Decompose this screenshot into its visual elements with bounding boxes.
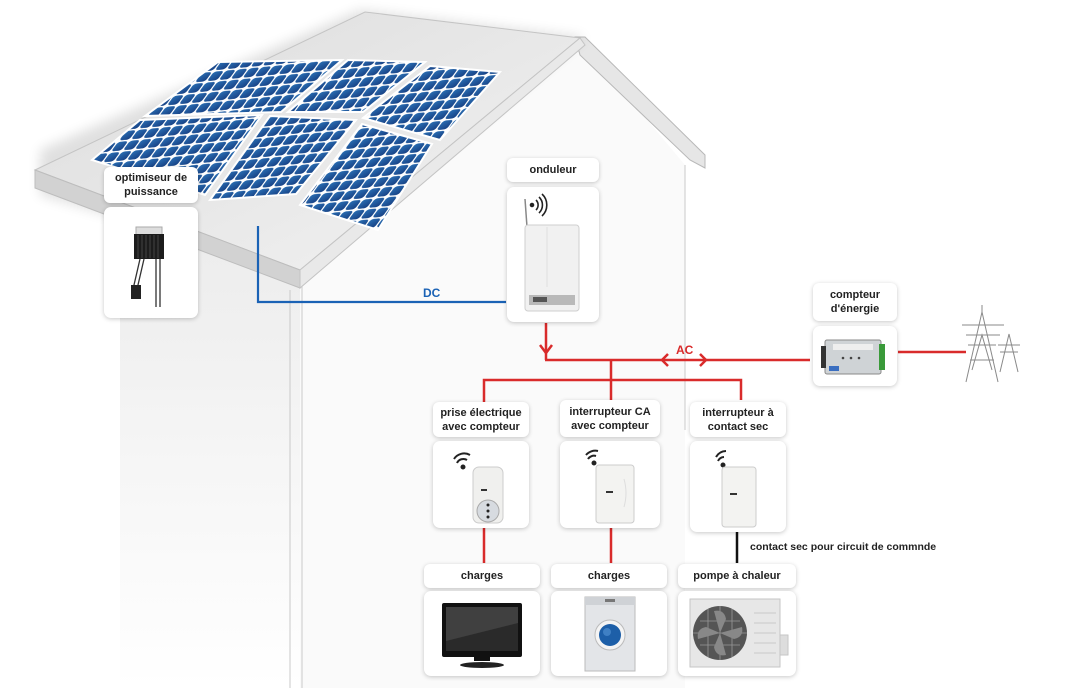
smart-plug-card[interactable] bbox=[433, 441, 529, 528]
energy-meter-icon bbox=[821, 339, 885, 375]
smart-plug-icon bbox=[453, 452, 504, 524]
ac-switch-icon bbox=[585, 449, 635, 524]
tv-icon bbox=[442, 603, 522, 668]
energy-meter-label: compteur d'énergie bbox=[813, 283, 897, 321]
load1-card[interactable] bbox=[424, 591, 540, 676]
ac-switch-label-line1: interrupteur CA bbox=[569, 405, 651, 418]
load2-card[interactable] bbox=[551, 591, 667, 676]
optimizer-card[interactable] bbox=[104, 207, 198, 318]
energy-meter-label-line2: d'énergie bbox=[830, 303, 880, 315]
solar-panel bbox=[89, 113, 264, 197]
inverter-card[interactable] bbox=[507, 187, 599, 322]
solar-panels bbox=[89, 58, 503, 232]
power-optimizer-icon bbox=[131, 226, 164, 307]
dry-contact-switch-icon bbox=[715, 450, 757, 528]
washing-machine-icon bbox=[584, 596, 636, 672]
solar-panel bbox=[360, 64, 503, 142]
dry-contact-card[interactable] bbox=[690, 441, 786, 532]
wifi-icon bbox=[585, 449, 599, 466]
smart-plug-label-line1: prise électrique bbox=[440, 406, 522, 419]
optimizer-label-line1: optimiseur de bbox=[114, 172, 188, 184]
solar-panel bbox=[298, 122, 434, 232]
dry-contact-label-line2: contact sec bbox=[707, 420, 769, 433]
control-wire-note: contact sec pour circuit de commnde bbox=[750, 541, 937, 553]
load2-label: charges bbox=[551, 564, 667, 588]
wifi-icon bbox=[453, 452, 471, 470]
ac-switch-card[interactable] bbox=[560, 441, 660, 528]
inverter-icon bbox=[524, 193, 580, 312]
dry-contact-label: interrupteur à contact sec bbox=[690, 402, 786, 437]
solar-panel bbox=[141, 58, 345, 118]
smart-plug-label-line2: avec compteur bbox=[442, 420, 520, 433]
solar-panel bbox=[207, 114, 359, 202]
heat-pump-label: pompe à chaleur bbox=[678, 564, 796, 588]
smart-plug-label: prise électrique avec compteur bbox=[433, 402, 529, 437]
dry-contact-label-line1: interrupteur à bbox=[702, 406, 774, 419]
load1-label: charges bbox=[424, 564, 540, 588]
ac-switch-label-line2: avec compteur bbox=[571, 419, 649, 432]
optimizer-label: optimiseur de puissance bbox=[104, 167, 198, 203]
inverter-label: onduleur bbox=[507, 158, 599, 182]
energy-meter-label-line1: compteur bbox=[829, 289, 881, 301]
heat-pump-card[interactable] bbox=[678, 591, 796, 676]
solar-panel bbox=[285, 58, 428, 113]
power-pylon-icon bbox=[962, 305, 1020, 383]
dc-wire bbox=[256, 226, 506, 304]
wireless-signal-icon bbox=[529, 193, 548, 217]
ac-switch-label: interrupteur CA avec compteur bbox=[560, 400, 660, 437]
heat-pump-icon bbox=[689, 598, 789, 668]
wifi-icon bbox=[715, 450, 727, 468]
dc-label: DC bbox=[423, 286, 441, 300]
ac-wiring bbox=[482, 323, 966, 563]
ac-label: AC bbox=[676, 343, 694, 357]
optimizer-label-line2: puissance bbox=[124, 186, 178, 198]
energy-meter-card[interactable] bbox=[813, 326, 897, 386]
